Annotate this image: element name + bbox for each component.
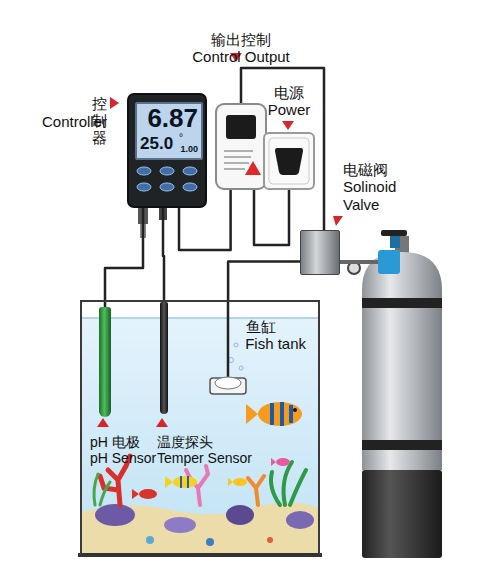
cable [228,262,300,301]
lcd-reading: 1.00 [180,144,198,154]
pointer-triangle [110,97,119,109]
pebble [206,538,214,546]
pointer-triangle [97,418,109,427]
plant [94,474,110,505]
plant [271,462,306,505]
part-label: Temper Sensor [157,450,252,466]
ph-electrode: pH 电极pH Sensor [99,307,111,417]
pointer-triangle [333,216,343,226]
part-label: pH 电极 [90,434,140,450]
part-label: 电源 [274,84,304,101]
regulator-handle [381,230,407,236]
fish [165,476,197,488]
water [82,318,318,554]
rock [226,505,254,525]
rock [164,517,196,533]
part-label: Solinoid Valve [343,178,396,214]
output-controller: 输出控制Control Output [215,103,267,190]
lcd-reading: 6.87 [147,104,198,132]
part-label: 鱼缸 [246,318,276,335]
pipe [340,260,378,264]
temperature-probe: 温度探头Temper Sensor [160,302,168,414]
power-socket: 电源Power [263,132,315,190]
cylinder-bottom [362,470,442,558]
bubble [239,366,243,370]
regulator [378,250,400,274]
outlet-face [215,103,267,190]
part-label: Power [268,101,311,118]
pointer-triangle [282,121,294,130]
rock [286,511,314,529]
coral [248,476,264,505]
solenoid-valve: 电磁阀Solinoid Valve [300,230,340,275]
part-label: Controller [42,113,107,130]
cylinder-band [362,298,442,308]
part-label: 温度探头 [157,434,213,450]
fish [228,478,247,486]
bubble [234,343,238,347]
tank-base [78,553,322,557]
socket-face [263,132,315,190]
water-surface [82,317,318,319]
part-label: Fish tank [245,335,306,352]
controller-body: 控制器Controller6.8725.0°1.00 [127,93,207,208]
pebble [267,537,273,543]
part-label: Control Output [192,48,290,65]
cable [254,190,289,245]
cable [163,208,164,302]
pointer-triangle [156,418,168,427]
part-label: 电磁阀 [343,161,388,178]
diffuser [210,378,246,394]
sand [82,502,318,554]
lcd-screen: 6.87 25.0 °1.00 [135,102,203,160]
fish [271,458,290,466]
co2-tube [227,300,230,378]
fish [132,489,157,499]
lcd-reading: ° [179,132,183,143]
part-label: 输出控制 [211,31,271,48]
pebble [146,536,154,544]
diffuser-disc [215,377,241,389]
rock [95,504,135,526]
cylinder-band [362,440,442,450]
co2-cylinder [362,252,442,470]
fish [246,402,302,426]
cable [105,208,143,307]
lcd-reading: 25.0 [140,134,173,153]
regulator-knob [390,234,400,248]
fish-tank: 鱼缸Fish tankpH 电极pH Sensor温度探头Temper Sens… [80,300,320,556]
part-label: pH Sensor [90,450,156,466]
